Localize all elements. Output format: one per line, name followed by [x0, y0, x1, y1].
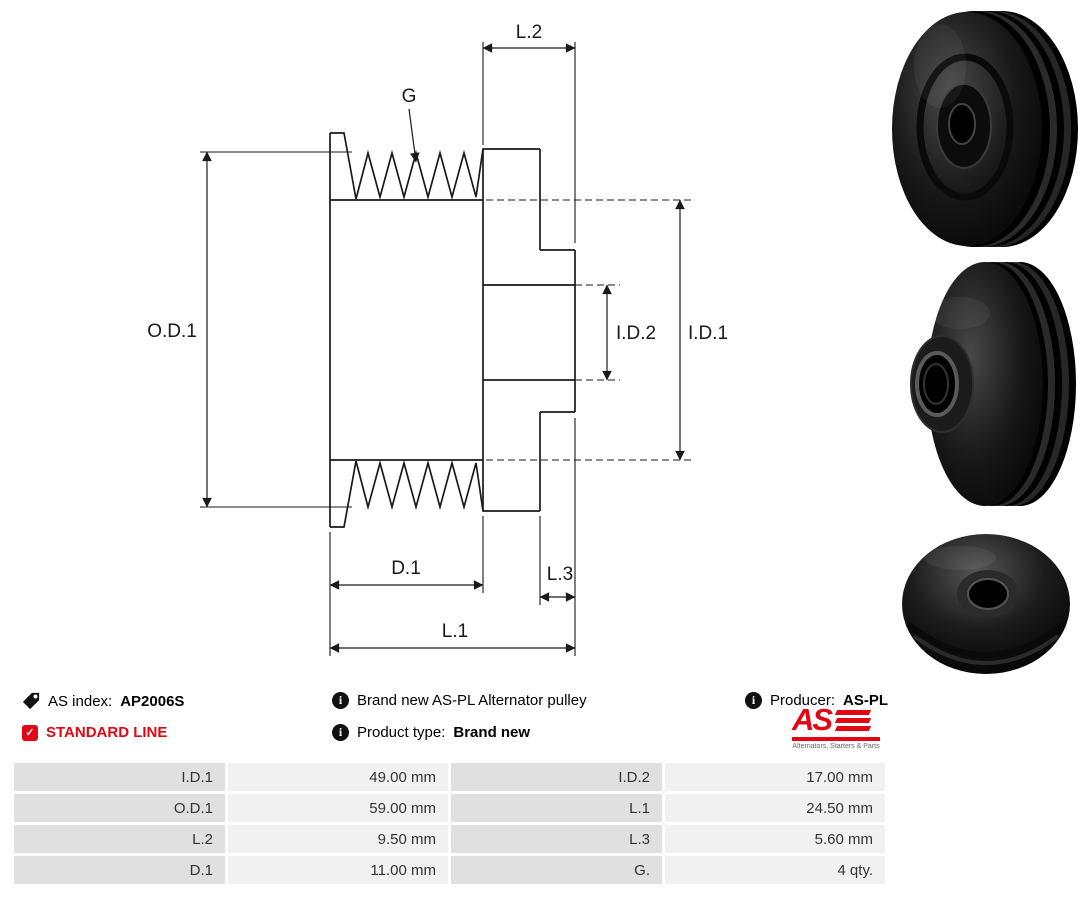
producer-label: Producer:: [770, 692, 836, 709]
dim-label-l3: L.3: [547, 564, 573, 585]
product-type-value: Brand new: [453, 724, 531, 741]
spec-label: I.D.2: [451, 763, 662, 791]
spec-label: D.1: [14, 856, 225, 884]
spec-label: L.1: [451, 794, 662, 822]
as-index-row: AS index: AP2006S: [22, 692, 184, 710]
dim-label-id2: I.D.2: [616, 323, 656, 344]
product-description: Brand new AS-PL Alternator pulley: [357, 692, 587, 709]
logo-text: AS: [792, 702, 833, 737]
spec-value: 9.50 mm: [228, 825, 448, 853]
technical-drawing: G L.2 O.D.1 I.D.2 I.D.1 D.1 L.3 L.1: [147, 22, 728, 656]
tag-icon: [22, 692, 40, 710]
product-photo-back: [902, 534, 1070, 674]
dim-label-d1: D.1: [391, 558, 421, 579]
pulley-outline: [329, 132, 576, 528]
dim-label-g: G: [402, 86, 417, 107]
dim-label-l2: L.2: [516, 22, 542, 43]
spec-value: 17.00 mm: [665, 763, 885, 791]
producer-row: i Producer: AS-PL: [745, 692, 888, 709]
as-index-label: AS index:: [48, 692, 113, 710]
product-type-row: i Product type: Brand new: [332, 724, 530, 741]
spec-label: I.D.1: [14, 763, 225, 791]
dimension-labels: G L.2 O.D.1 I.D.2 I.D.1 D.1 L.3 L.1: [147, 22, 728, 642]
info-icon: i: [332, 724, 349, 741]
info-icon: i: [332, 692, 349, 709]
dim-label-od1: O.D.1: [147, 321, 197, 342]
standard-line-row: ✓ STANDARD LINE: [22, 724, 167, 741]
as-index-value: AP2006S: [120, 692, 185, 710]
spec-table: I.D.1 49.00 mm I.D.2 17.00 mm O.D.1 59.0…: [14, 763, 885, 884]
spec-label: G.: [451, 856, 662, 884]
info-icon: i: [745, 692, 762, 709]
producer-value: AS-PL: [843, 692, 889, 709]
description-row: i Brand new AS-PL Alternator pulley: [332, 692, 587, 709]
dim-label-id1: I.D.1: [688, 323, 728, 344]
extension-lines: [200, 42, 576, 656]
spec-value: 59.00 mm: [228, 794, 448, 822]
check-icon: ✓: [22, 724, 38, 741]
product-photo-front: [892, 11, 1078, 247]
product-photo-side: [910, 262, 1076, 506]
standard-line-label: STANDARD LINE: [46, 724, 168, 741]
spec-value: 49.00 mm: [228, 763, 448, 791]
spec-label: L.3: [451, 825, 662, 853]
logo-stripes-icon: [834, 709, 872, 731]
spec-label: L.2: [14, 825, 225, 853]
spec-value: 24.50 mm: [665, 794, 885, 822]
product-type-label: Product type:: [357, 724, 446, 741]
dashed-extension-lines: [486, 199, 695, 461]
spec-value: 4 qty.: [665, 856, 885, 884]
dimension-lines: [202, 43, 685, 653]
spec-value: 5.60 mm: [665, 825, 885, 853]
spec-value: 11.00 mm: [228, 856, 448, 884]
dim-label-l1: L.1: [442, 621, 468, 642]
logo-underline: [792, 737, 880, 741]
logo-tagline: Alternators, Starters & Parts: [792, 743, 880, 750]
spec-label: O.D.1: [14, 794, 225, 822]
aspl-logo: AS Alternators, Starters & Parts: [792, 702, 880, 750]
